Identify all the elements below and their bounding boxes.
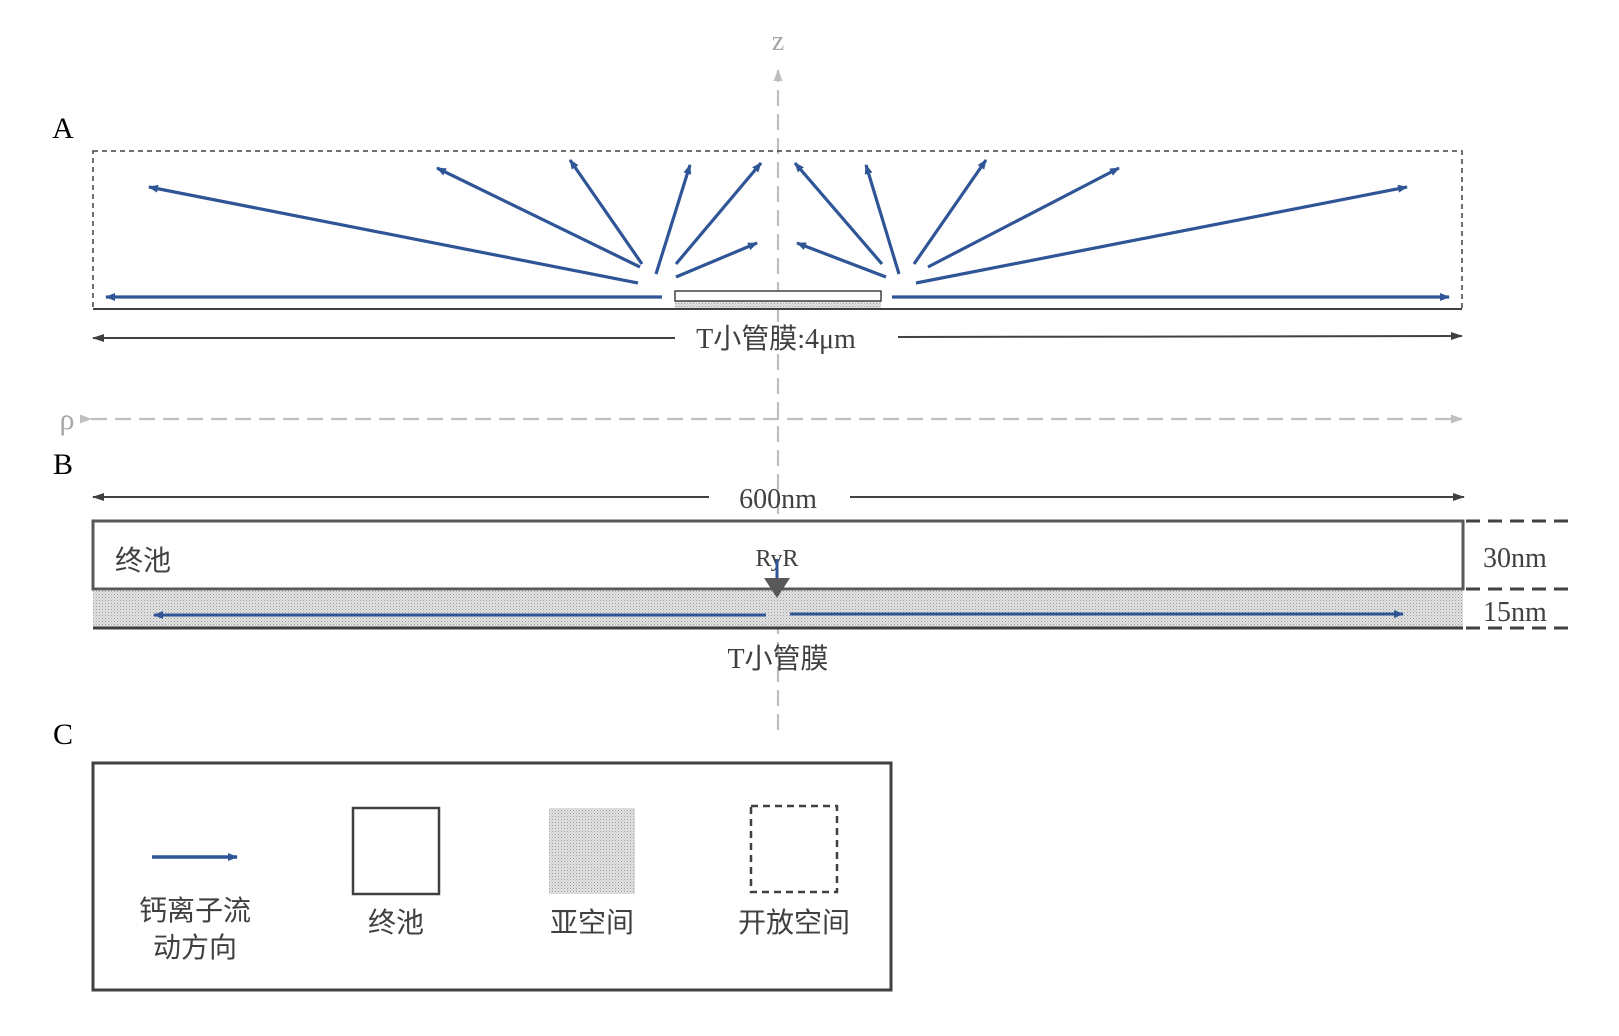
subspace-flux-arrows — [153, 610, 1404, 619]
panel-a-label: A — [52, 112, 74, 145]
jsr-patch — [674, 290, 882, 302]
legend-box — [91, 761, 893, 992]
jsr-height-label: 30nm — [1483, 543, 1547, 574]
legend-item-open-space: 开放空间 — [738, 804, 850, 939]
panel-c-label: C — [53, 718, 73, 751]
flux-arrow — [915, 184, 1408, 285]
membrane-length-arrow — [92, 332, 1463, 342]
subspace-box — [93, 591, 1463, 627]
jsr-label: 终池 — [115, 545, 171, 577]
flux-arrow — [912, 159, 988, 265]
rho-axis-label: ρ — [60, 403, 75, 436]
subspace-patch — [675, 299, 881, 308]
flux-arrow — [436, 166, 641, 269]
z-axis-label: z — [772, 26, 784, 57]
legend-item-flux: 钙离子流 动方向 — [139, 853, 251, 964]
flux-arrow — [654, 164, 692, 275]
flux-arrow — [864, 164, 901, 275]
flux-arrow — [793, 161, 884, 266]
legend-item-subspace: 亚空间 — [549, 808, 635, 939]
flux-arrow — [674, 161, 763, 266]
calcium-flux-arrows — [105, 159, 1450, 301]
legend-jsr-swatch — [351, 806, 441, 896]
legend-item-jsr: 终池 — [351, 806, 441, 939]
legend-flux-label-line2: 动方向 — [153, 932, 237, 964]
flux-arrow — [568, 159, 644, 265]
flux-arrow — [148, 184, 639, 285]
flux-arrow — [927, 166, 1120, 269]
ryr-channel — [764, 559, 790, 598]
open-space-box — [92, 150, 1463, 310]
legend-open-space-swatch — [749, 804, 839, 894]
panel-b-label: B — [53, 448, 73, 481]
width-label: 600nm — [739, 484, 817, 515]
membrane-length-label: T小管膜:4μm — [696, 323, 856, 355]
legend-open-space-label: 开放空间 — [738, 907, 850, 939]
legend-jsr-label: 终池 — [368, 907, 424, 939]
subspace-height-label: 15nm — [1483, 597, 1547, 628]
legend-flux-label-line1: 钙离子流 — [139, 895, 251, 927]
legend-subspace-swatch — [549, 808, 635, 894]
t-tubule-label-b: T小管膜 — [727, 643, 828, 675]
flux-arrow — [796, 241, 887, 279]
height-guides — [1466, 519, 1575, 630]
legend-subspace-label: 亚空间 — [550, 907, 634, 939]
flux-arrow — [675, 241, 758, 279]
